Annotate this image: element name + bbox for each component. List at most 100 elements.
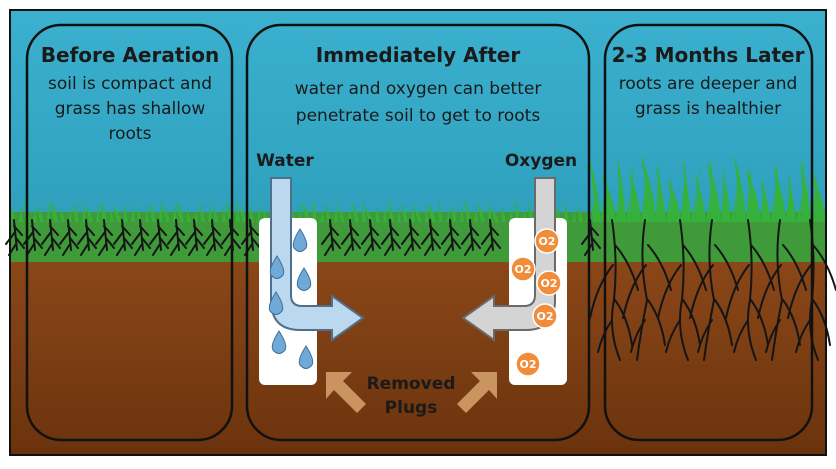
tall-grass-blade	[761, 180, 771, 222]
grass-blade	[383, 201, 387, 222]
grass-blade	[239, 206, 247, 222]
tall-grass-blade	[773, 165, 786, 222]
tall-grass-blade	[734, 155, 746, 222]
shallow-root	[421, 219, 441, 256]
grass-blade	[124, 202, 128, 222]
grass-blade	[113, 205, 121, 222]
grass-blade	[96, 203, 100, 222]
plug-arrow-icon-right	[457, 372, 497, 413]
oxygen-bubble-icon: O2	[532, 303, 558, 329]
shallow-root	[59, 219, 79, 256]
grass-blade	[68, 204, 72, 222]
grass-blade	[376, 204, 380, 222]
grass-blade	[137, 207, 142, 222]
grass-blade	[320, 206, 324, 222]
grass-blade	[150, 201, 156, 222]
grass-blade	[474, 206, 478, 222]
tall-grass-blades	[590, 155, 826, 222]
tall-grass-blade	[629, 170, 641, 222]
grass-blade	[446, 207, 450, 222]
grass-blade	[402, 203, 408, 222]
deep-root	[689, 219, 739, 361]
shallow-root	[203, 219, 223, 256]
shallow-root	[321, 219, 341, 256]
o2-symbol: O2	[540, 277, 557, 290]
grass-blade	[488, 200, 492, 222]
shallow-root	[95, 219, 115, 256]
grass-blade	[425, 205, 429, 222]
panel-immediately-after	[245, 23, 591, 442]
grass-blade	[33, 208, 37, 222]
o2-symbol: O2	[519, 358, 536, 371]
plug-arrow-icon-left	[326, 372, 366, 413]
grass-blade	[362, 199, 366, 222]
tall-grass-blade	[736, 180, 741, 222]
panel-title-later: 2-3 Months Later	[612, 43, 805, 67]
grass-blade	[452, 204, 457, 222]
sky	[10, 10, 826, 220]
grass-blade	[87, 206, 93, 222]
grass-blade	[176, 200, 184, 222]
tall-grass-blade	[626, 160, 635, 222]
o2-symbol: O2	[536, 310, 553, 323]
grass-blade	[19, 203, 23, 222]
grass-blade	[460, 201, 464, 222]
panel-desc-before-line-1: soil is compact and	[48, 74, 212, 94]
panel-desc-before-line-3: roots	[109, 124, 152, 144]
tall-grass-blade	[691, 165, 701, 222]
shallow-root	[77, 219, 97, 256]
tall-grass-blade	[666, 170, 674, 222]
grass-blade	[11, 206, 16, 222]
grass-blade	[326, 203, 331, 222]
grass-blade	[145, 204, 149, 222]
grass-blade	[173, 203, 177, 222]
shallow-root	[149, 219, 169, 256]
grass-blade	[37, 205, 44, 222]
grass-blade	[299, 204, 303, 222]
grass-blade	[61, 207, 65, 222]
grass-blade	[515, 199, 520, 222]
o2-symbol: O2	[514, 263, 531, 276]
grass-blade	[339, 208, 345, 222]
grass-blade	[131, 199, 135, 222]
grass-blade	[572, 208, 576, 222]
tall-grass-blade	[617, 155, 626, 222]
shallow-root	[441, 219, 461, 256]
tall-grass-blade	[800, 160, 811, 222]
shallow-root	[461, 219, 481, 256]
grass-blade	[411, 200, 415, 222]
panel-months-later	[603, 23, 814, 442]
panel-title-before: Before Aeration	[41, 43, 219, 67]
grass-blade	[200, 202, 205, 222]
o2-symbol: O2	[538, 235, 555, 248]
oxygen-bubble-icon: O2	[510, 256, 536, 282]
deep-root	[725, 219, 775, 361]
deep-roots	[589, 219, 836, 361]
shallow-root	[401, 219, 421, 256]
deep-root	[657, 219, 707, 361]
tall-grass-blade	[722, 170, 731, 222]
grass-blade	[50, 199, 58, 222]
grass-blade	[222, 204, 226, 222]
water-drop-icon	[268, 291, 284, 315]
tall-grass-blade	[707, 160, 721, 222]
grass-blade	[348, 205, 352, 222]
grass-blade	[565, 200, 569, 222]
grass-blade	[465, 198, 471, 222]
grass-blade	[352, 202, 359, 222]
shallow-roots	[5, 219, 601, 256]
grass-blade	[208, 199, 212, 222]
grass-blade	[439, 199, 443, 222]
grass-blade	[578, 205, 583, 222]
grass-blade	[163, 206, 170, 222]
water-drop-icon	[269, 255, 285, 279]
shallow-root	[113, 219, 133, 256]
panel-desc-after-line-2: penetrate soil to get to roots	[296, 106, 541, 126]
shallow-root	[481, 219, 501, 256]
grass-blade	[415, 208, 422, 222]
water-pipe	[270, 177, 365, 342]
grass-blade	[502, 205, 506, 222]
grass-blade	[250, 203, 254, 222]
grass-blade	[47, 202, 51, 222]
